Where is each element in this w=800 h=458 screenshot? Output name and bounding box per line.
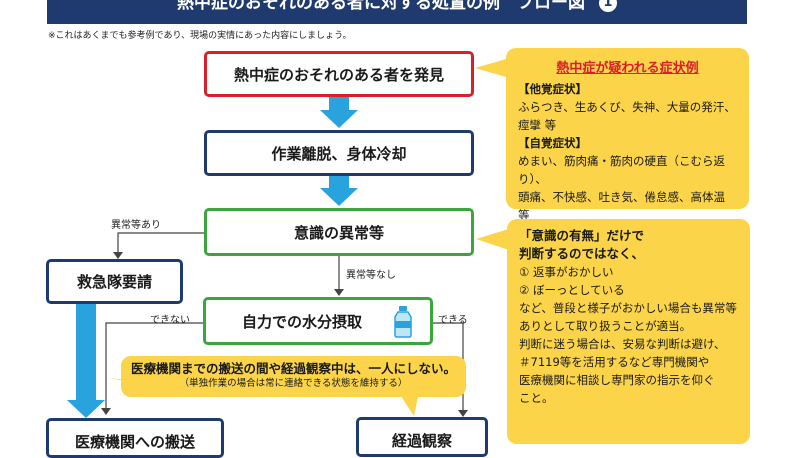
arrowhead-to-ambulance [113,252,123,259]
callout-do-not-leave-alone: 医療機関までの搬送の間や経過観察中は、一人にしない。 （単独作業の場合は常に連絡… [121,356,466,397]
header-bar: 熱中症のおそれのある者に対する処置の例 フロー図 1 [47,0,747,24]
line-to-transport-from-hydrate [105,322,203,408]
symptoms-pointer [475,58,510,78]
box-cool-label: 作業離脱、身体冷却 [271,144,407,163]
arrow-cool-to-consciousness [320,176,358,206]
page-title: 熱中症のおそれのある者に対する処置の例 フロー図 [177,0,586,13]
judgement-pointer [476,227,515,252]
judgement-body-line: ＃7119等を活用するなど専門機関や [519,355,710,369]
judgement-body-line: 医療機関に相談し専門家の指示を仰ぐ [519,373,715,387]
callout-main: 医療機関までの搬送の間や経過観察中は、一人にしない。 [130,361,456,376]
disclaimer-note: ※これはあくまでも参考例であり、現場の実情にあった内容にしましょう。 [48,31,352,41]
arrowhead-to-transport-from-hydrate [101,408,111,415]
box-cool: 作業離脱、身体冷却 [204,130,474,176]
symptoms-panel: 熱中症が疑われる症状例 【他覚症状】 ふらつき、生あくび、失神、大量の発汗、 痙… [506,48,749,222]
label-abnormal-no: 異常等なし [346,270,396,281]
judgement-item: ② ぼーっとしている [519,283,625,297]
arrowhead-to-observe [458,410,468,417]
judgement-body-line: など、普段と様子がおかしい場合も異常等 [519,301,737,315]
arrowhead-to-hydrate [334,289,344,296]
arrow-ambulance-to-transport [67,304,105,418]
judgement-item: ① 返事がおかしい [519,265,614,279]
line-to-ambulance [117,232,205,252]
judgement-body-line: ありとして取り扱うことが適当。 [519,319,692,333]
label-can: できる [438,315,468,326]
label-cannot: できない [150,315,190,326]
box-observe: 経過観察 [356,417,488,457]
box-hydrate-label: 自力での水分摂取 [242,312,363,331]
judgement-heading-line: 判断するのではなく、 [519,246,645,261]
judgement-heading-line: 「意識の有無」だけで [519,228,645,243]
box-transport-label: 医療機関への搬送 [74,433,195,451]
judgement-body-line: 判断に迷う場合は、安易な判断は避け、 [519,337,726,351]
symptoms-title: 熱中症が疑われる症状例 [556,61,699,76]
box-transport: 医療機関への搬送 [46,418,224,458]
judgement-panel: 「意識の有無」だけで 判断するのではなく、 ① 返事がおかしい ② ぼーっとして… [507,219,750,444]
box-discover-label: 熱中症のおそれのある者を発見 [233,65,444,84]
callout-sub: （単独作業の場合は常に連絡できる状態を維持する） [179,378,408,389]
box-ambulance: 救急隊要請 [46,259,183,304]
box-observe-label: 経過観察 [391,432,452,450]
symptoms-other-line: 痙攣 等 [518,118,557,132]
symptoms-self-line: 頭痛、不快感、吐き気、倦怠感、高体温 等 [518,190,725,222]
arrow-discover-to-cool [320,97,358,128]
box-ambulance-label: 救急隊要請 [76,273,152,291]
water-bottle-icon [394,306,412,338]
symptoms-self-heading: 【自覚症状】 [518,136,587,150]
page-number-badge: 1 [598,0,617,12]
box-discover: 熱中症のおそれのある者を発見 [204,51,474,97]
label-abnormal-yes: 異常等あり [111,220,161,231]
judgement-body-line: こと。 [519,391,554,405]
header-inner: 熱中症のおそれのある者に対する処置の例 フロー図 1 [177,0,617,12]
box-consciousness: 意識の異常等 [204,208,474,256]
symptoms-other-heading: 【他覚症状】 [518,82,587,96]
box-hydrate: 自力での水分摂取 [203,297,433,345]
symptoms-self-line: めまい、筋肉痛・筋肉の硬直（こむら返り）、 [518,154,725,186]
box-consciousness-label: 意識の異常等 [293,223,384,242]
symptoms-other-line: ふらつき、生あくび、失神、大量の発汗、 [518,100,736,114]
